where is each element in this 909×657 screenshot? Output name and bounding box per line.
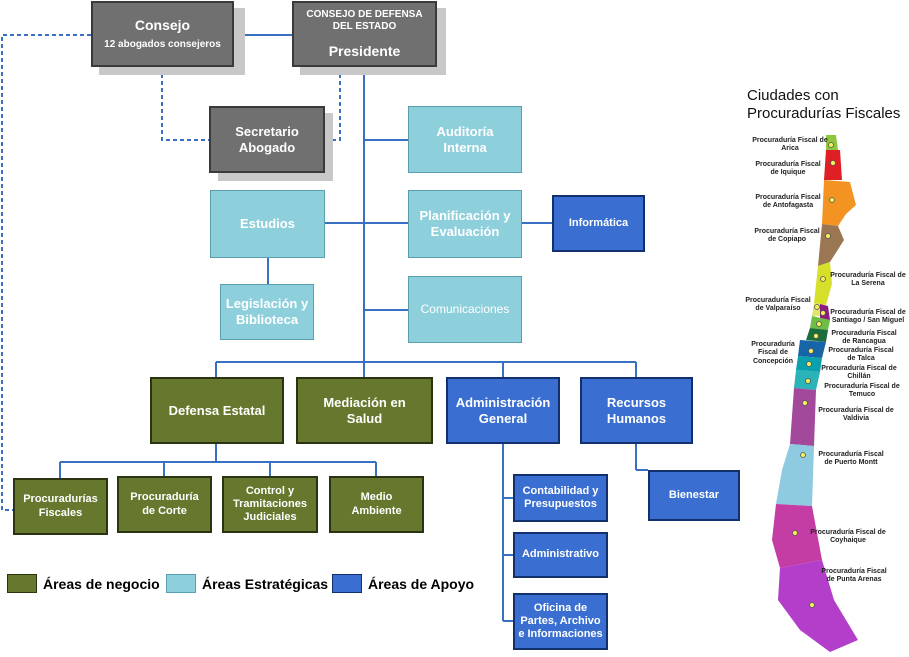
city-santiago: Procuraduría Fiscal de Santiago / San Mi… [830,309,906,325]
auditoria-box: Auditoría Interna [408,106,522,173]
region-puntaarenas [778,560,858,652]
presidente-line2: DEL ESTADO [332,20,397,32]
estudios-label: Estudios [240,216,295,232]
region-copiapo [818,224,844,266]
map-title: Ciudades con Procuradurías Fiscales [747,87,900,124]
control-box: Control y Tramitaciones Judiciales [222,476,318,533]
oficina-label: Oficina de Partes, Archivo e Informacion… [518,601,603,641]
bienestar-box: Bienestar [648,470,740,521]
legislacion-box: Legislación y Biblioteca [220,284,314,340]
legend-apoyo-label: Áreas de Apoyo [368,575,475,592]
city-laserena: Procuraduría Fiscal de La Serena [830,272,906,288]
city-arica: Procuraduría Fiscal de Arica [752,137,828,153]
legend-negocio-label: Áreas de negocio [43,575,160,592]
medio-box: Medio Ambiente [329,476,424,533]
mediacion-label: Mediación en Salud [323,394,406,426]
comunicaciones-label: Comunicaciones [420,302,510,317]
comunicaciones-box: Comunicaciones [408,276,522,343]
consejo-title: Consejo [134,16,191,33]
region-antofagasta [822,180,856,226]
presidente-line1: CONSEJO DE DEFENSA [306,8,423,20]
administrativo-label: Administrativo [521,548,599,561]
secretario-label: Secretario Abogado [235,123,299,155]
city-valparaiso: Procuraduría Fiscal de Valparaíso [745,297,811,313]
city-puertomontt: Procuraduría Fiscal de Puerto Montt [818,451,884,467]
city-temuco: Procuraduría Fiscal de Temuco [824,383,900,399]
administrativo-box: Administrativo [513,532,608,578]
control-label: Control y Tramitaciones Judiciales [233,484,307,524]
city-concepcion: Procuraduría Fiscal de Concepción [751,341,795,365]
mediacion-box: Mediación en Salud [296,377,433,444]
estudios-box: Estudios [210,190,325,258]
city-coyhaique: Procuraduría Fiscal de Coyhaique [810,529,886,545]
planificacion-box: Planificación y Evaluación [408,190,522,258]
map-title-line1: Ciudades con [747,87,839,104]
medio-label: Medio Ambiente [351,491,402,517]
city-valdivia: Procuraduría Fiscal de Valdivia [818,407,894,423]
city-talca: Procuraduría Fiscal de Talca [828,347,894,363]
administracion-box: Administración General [446,377,560,444]
legend-estrategicas: Áreas Estratégicas [166,574,328,593]
defensa-label: Defensa Estatal [168,402,266,418]
map-title-line2: Procuradurías Fiscales [747,105,901,123]
city-antofagasta: Procuraduría Fiscal de Antofagasta [755,194,821,210]
region-puertomontt [776,444,814,506]
region-valdivia [790,388,816,446]
presidente-title: Presidente [328,42,401,59]
legend-negocio: Áreas de negocio [7,574,160,593]
city-chillan: Procuraduría Fiscal de Chillán [821,365,897,381]
legend-estrategicas-label: Áreas Estratégicas [202,575,329,592]
presidente-box: CONSEJO DE DEFENSA DEL ESTADO Presidente [292,1,437,67]
secretario-box: Secretario Abogado [209,106,325,173]
bienestar-label: Bienestar [668,488,720,501]
consejo-subtitle: 12 abogados consejeros [104,39,221,51]
city-iquique: Procuraduría Fiscal de Iquique [755,161,821,177]
planificacion-label: Planificación y Evaluación [419,208,511,239]
legend-apoyo: Áreas de Apoyo [332,574,474,593]
procuradurias-box: Procuradurías Fiscales [13,478,108,535]
defensa-box: Defensa Estatal [150,377,284,444]
procuradurias-label: Procuradurías Fiscales [23,493,98,519]
contabilidad-label: Contabilidad y Presupuestos [522,484,599,510]
oficina-box: Oficina de Partes, Archivo e Informacion… [513,593,608,650]
informatica-label: Informática [568,216,629,229]
contabilidad-box: Contabilidad y Presupuestos [513,474,608,522]
consejo-box: Consejo 12 abogados consejeros [91,1,234,67]
procuraduria-corte-label: Procuraduría de Corte [130,491,199,517]
procuraduria-corte-box: Procuraduría de Corte [117,476,212,533]
city-rancagua: Procuraduría Fiscal de Rancagua [831,330,897,346]
administracion-label: Administración General [455,394,551,426]
legend-estrategicas-swatch [166,574,196,593]
informatica-box: Informática [552,195,645,252]
city-copiapo: Procuraduría Fiscal de Copiapo [754,228,820,244]
legend-negocio-swatch [7,574,37,593]
region-coyhaique [772,504,822,568]
region-laserena [814,262,832,305]
legislacion-label: Legislación y Biblioteca [225,296,309,327]
city-markers [792,142,836,608]
recursos-box: Recursos Humanos [580,377,693,444]
city-puntaarenas: Procuraduría Fiscal de Punta Arenas [821,568,887,584]
recursos-label: Recursos Humanos [606,394,667,426]
legend-apoyo-swatch [332,574,362,593]
auditoria-label: Auditoría Interna [436,123,494,155]
